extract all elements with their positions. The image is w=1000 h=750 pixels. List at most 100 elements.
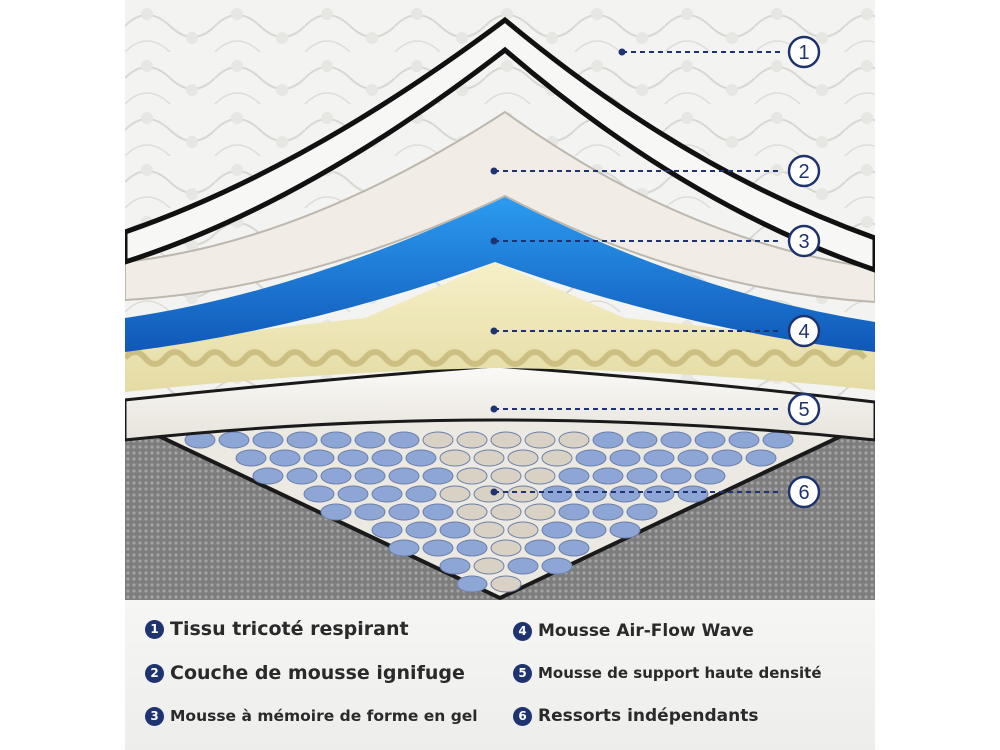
pocket-spring [524, 431, 556, 449]
pocket-spring [337, 485, 369, 503]
svg-text:1: 1 [798, 42, 809, 64]
pocket-spring [745, 449, 777, 467]
pocket-spring [592, 431, 624, 449]
pocket-spring [388, 503, 420, 521]
pocket-spring [558, 467, 590, 485]
pocket-spring [422, 503, 454, 521]
pocket-spring [456, 431, 488, 449]
pocket-spring [507, 449, 539, 467]
pocket-spring [643, 485, 675, 503]
pocket-spring [524, 467, 556, 485]
legend-number-badge: 6 [513, 706, 532, 726]
pocket-spring [235, 449, 267, 467]
callout-badge-2: 2 [787, 154, 821, 188]
pocket-spring [354, 503, 386, 521]
callout-badge-3: 3 [787, 224, 821, 258]
svg-text:6: 6 [798, 482, 809, 504]
pocket-spring [473, 449, 505, 467]
pocket-spring [303, 449, 335, 467]
pocket-spring [405, 449, 437, 467]
support-foam-layer [125, 364, 875, 442]
pocket-spring [609, 485, 641, 503]
svg-text:4: 4 [798, 321, 809, 343]
pocket-spring [354, 467, 386, 485]
pocket-spring [269, 449, 301, 467]
pocket-spring [337, 449, 369, 467]
pocket-spring [320, 431, 352, 449]
pocket-spring [524, 503, 556, 521]
legend-item-6: 6 Ressorts indépendants [513, 701, 759, 731]
pocket-spring [609, 449, 641, 467]
legend-number-badge: 2 [145, 663, 164, 683]
pocket-spring [286, 431, 318, 449]
pocket-spring [524, 539, 556, 557]
pocket-spring [660, 467, 692, 485]
legend-label: Tissu tricoté respirant [170, 618, 409, 640]
pocket-spring [388, 431, 420, 449]
legend-number-badge: 4 [513, 621, 532, 641]
pocket-spring [473, 557, 505, 575]
pocket-spring [388, 539, 420, 557]
air-flow-wave-edge [125, 349, 868, 367]
pocket-spring [371, 449, 403, 467]
gel-memory-foam-layer [125, 196, 875, 352]
pocket-spring [490, 431, 522, 449]
callout-badge-6: 6 [787, 475, 821, 509]
callout-lines [490, 48, 780, 496]
pocket-spring [541, 485, 573, 503]
legend-label: Couche de mousse ignifuge [170, 662, 465, 684]
pocket-spring [558, 431, 590, 449]
legend-item-4: 4 Mousse Air-Flow Wave [513, 616, 754, 646]
legend-item-2: 2 Couche de mousse ignifuge [145, 658, 465, 688]
pocket-spring [490, 539, 522, 557]
pocket-spring [541, 449, 573, 467]
pocket-spring [728, 431, 760, 449]
pocket-spring [694, 467, 726, 485]
pocket-spring [422, 431, 454, 449]
legend-item-3: 3 Mousse à mémoire de forme en gel [145, 701, 478, 731]
pocket-spring [439, 557, 471, 575]
pocket-spring [473, 485, 505, 503]
pocket-spring [422, 467, 454, 485]
legend-item-5: 5 Mousse de support haute densité [513, 658, 822, 688]
pocket-spring [711, 449, 743, 467]
pocket-spring [456, 503, 488, 521]
pocket-spring [490, 467, 522, 485]
legend-number-badge: 5 [513, 663, 532, 683]
pocket-spring [660, 431, 692, 449]
callout-badge-5: 5 [787, 392, 821, 426]
pocket-spring [405, 485, 437, 503]
pocket-spring [456, 575, 488, 593]
legend-item-1: 1 Tissu tricoté respirant [145, 614, 409, 644]
pocket-spring [473, 521, 505, 539]
legend-label: Mousse Air-Flow Wave [538, 621, 754, 641]
pocket-spring [677, 449, 709, 467]
callout-badge-1: 1 [787, 35, 821, 69]
svg-text:2: 2 [798, 161, 809, 183]
pocket-spring [677, 485, 709, 503]
pocket-spring [558, 539, 590, 557]
spring-unit-layer [125, 418, 875, 600]
pocket-spring [439, 485, 471, 503]
svg-text:3: 3 [798, 231, 809, 253]
pocket-spring [609, 521, 641, 539]
pocket-spring [303, 485, 335, 503]
pocket-spring [456, 539, 488, 557]
mattress-layers-diagram: 1 2 3 4 5 6 [125, 0, 875, 600]
pocket-spring [507, 521, 539, 539]
pocket-spring [320, 503, 352, 521]
pocket-spring [626, 431, 658, 449]
pocket-spring [575, 449, 607, 467]
pocket-spring [626, 503, 658, 521]
layer-legend: 1 Tissu tricoté respirant 2 Couche de mo… [125, 600, 875, 750]
pocket-spring [507, 557, 539, 575]
pocket-spring [405, 521, 437, 539]
legend-number-badge: 3 [145, 706, 164, 726]
callout-badges: 1 2 3 4 5 6 [787, 35, 821, 509]
pocket-spring [592, 503, 624, 521]
pocket-spring [762, 431, 794, 449]
pocket-spring [422, 539, 454, 557]
pocket-spring [286, 467, 318, 485]
legend-number-badge: 1 [145, 619, 164, 639]
pocket-spring [320, 467, 352, 485]
